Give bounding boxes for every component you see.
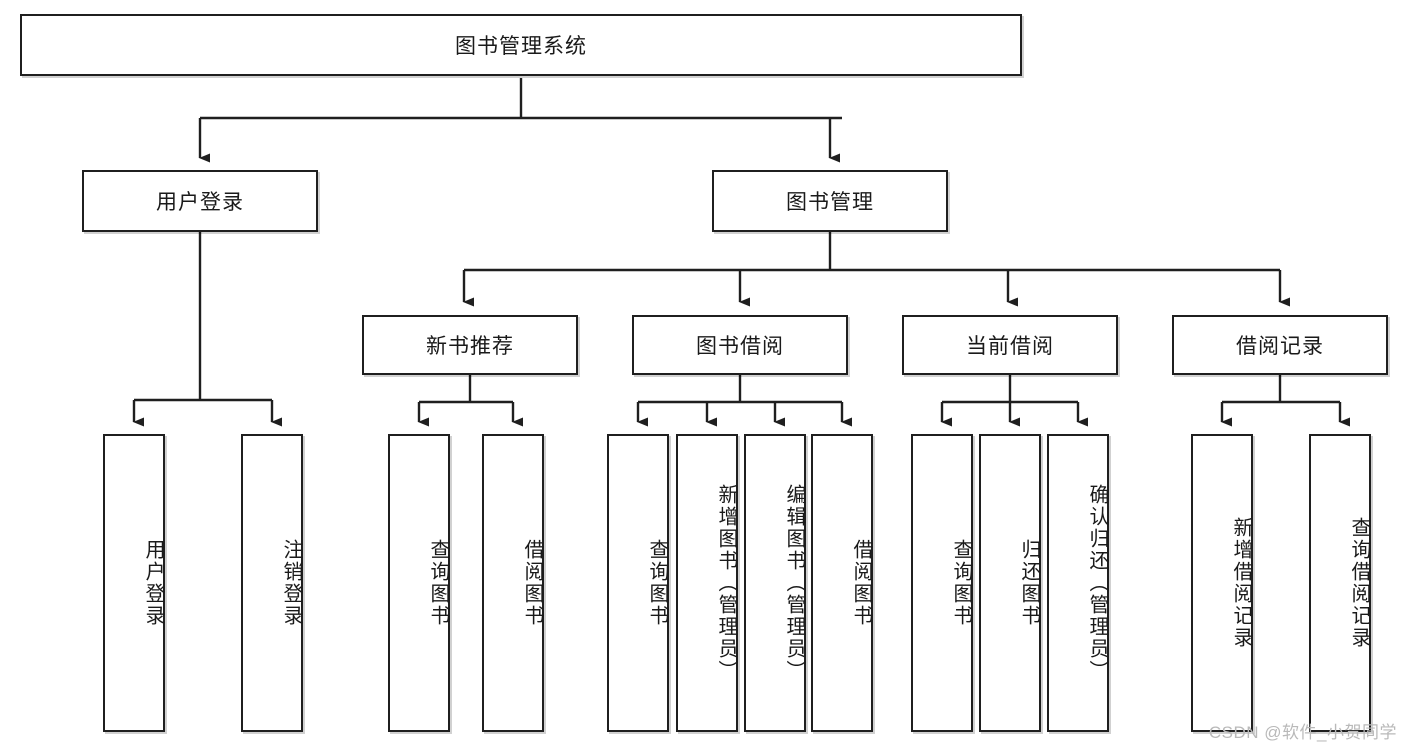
- node-user-login-label: 用户登录: [156, 191, 244, 214]
- node-leaf-add-record-label: 新增借阅记录: [1230, 517, 1252, 649]
- node-leaf-user-login[interactable]: 用户登录: [103, 434, 165, 732]
- node-leaf-logout[interactable]: 注销登录: [241, 434, 303, 732]
- node-leaf-query-book-2-label: 查询图书: [646, 539, 668, 627]
- node-leaf-add-record[interactable]: 新增借阅记录: [1191, 434, 1253, 732]
- node-leaf-edit-book-label: 编辑图书（管理员）: [783, 484, 805, 682]
- node-leaf-query-book-3[interactable]: 查询图书: [911, 434, 973, 732]
- node-leaf-query-record[interactable]: 查询借阅记录: [1309, 434, 1371, 732]
- node-borrow-record-label: 借阅记录: [1236, 335, 1324, 358]
- node-new-book-rec[interactable]: 新书推荐: [362, 315, 578, 375]
- node-leaf-confirm-return-label: 确认归还（管理员）: [1086, 484, 1108, 682]
- node-leaf-logout-label: 注销登录: [280, 539, 302, 627]
- node-leaf-query-record-label: 查询借阅记录: [1348, 517, 1370, 649]
- node-borrow-record[interactable]: 借阅记录: [1172, 315, 1388, 375]
- node-leaf-confirm-return[interactable]: 确认归还（管理员）: [1047, 434, 1109, 732]
- csdn-watermark: CSDN @软件_小贺同学: [1208, 723, 1397, 742]
- node-book-borrow-label: 图书借阅: [696, 335, 784, 358]
- node-book-manage[interactable]: 图书管理: [712, 170, 948, 232]
- node-user-login[interactable]: 用户登录: [82, 170, 318, 232]
- node-leaf-add-book[interactable]: 新增图书（管理员）: [676, 434, 738, 732]
- node-leaf-return-book-label: 归还图书: [1018, 539, 1040, 627]
- node-book-borrow[interactable]: 图书借阅: [632, 315, 848, 375]
- node-leaf-borrow-book-2[interactable]: 借阅图书: [811, 434, 873, 732]
- node-current-borrow-label: 当前借阅: [966, 335, 1054, 358]
- node-leaf-return-book[interactable]: 归还图书: [979, 434, 1041, 732]
- node-leaf-query-book-3-label: 查询图书: [950, 539, 972, 627]
- node-leaf-borrow-book-1-label: 借阅图书: [521, 539, 543, 627]
- node-leaf-query-book-1-label: 查询图书: [427, 539, 449, 627]
- node-root-label: 图书管理系统: [455, 35, 587, 58]
- node-leaf-edit-book[interactable]: 编辑图书（管理员）: [744, 434, 806, 732]
- node-leaf-user-login-label: 用户登录: [142, 539, 164, 627]
- node-leaf-borrow-book-1[interactable]: 借阅图书: [482, 434, 544, 732]
- node-root[interactable]: 图书管理系统: [20, 14, 1022, 76]
- node-leaf-query-book-2[interactable]: 查询图书: [607, 434, 669, 732]
- node-leaf-borrow-book-2-label: 借阅图书: [850, 539, 872, 627]
- node-current-borrow[interactable]: 当前借阅: [902, 315, 1118, 375]
- node-book-manage-label: 图书管理: [786, 191, 874, 214]
- node-leaf-add-book-label: 新增图书（管理员）: [715, 484, 737, 682]
- node-new-book-rec-label: 新书推荐: [426, 335, 514, 358]
- node-leaf-query-book-1[interactable]: 查询图书: [388, 434, 450, 732]
